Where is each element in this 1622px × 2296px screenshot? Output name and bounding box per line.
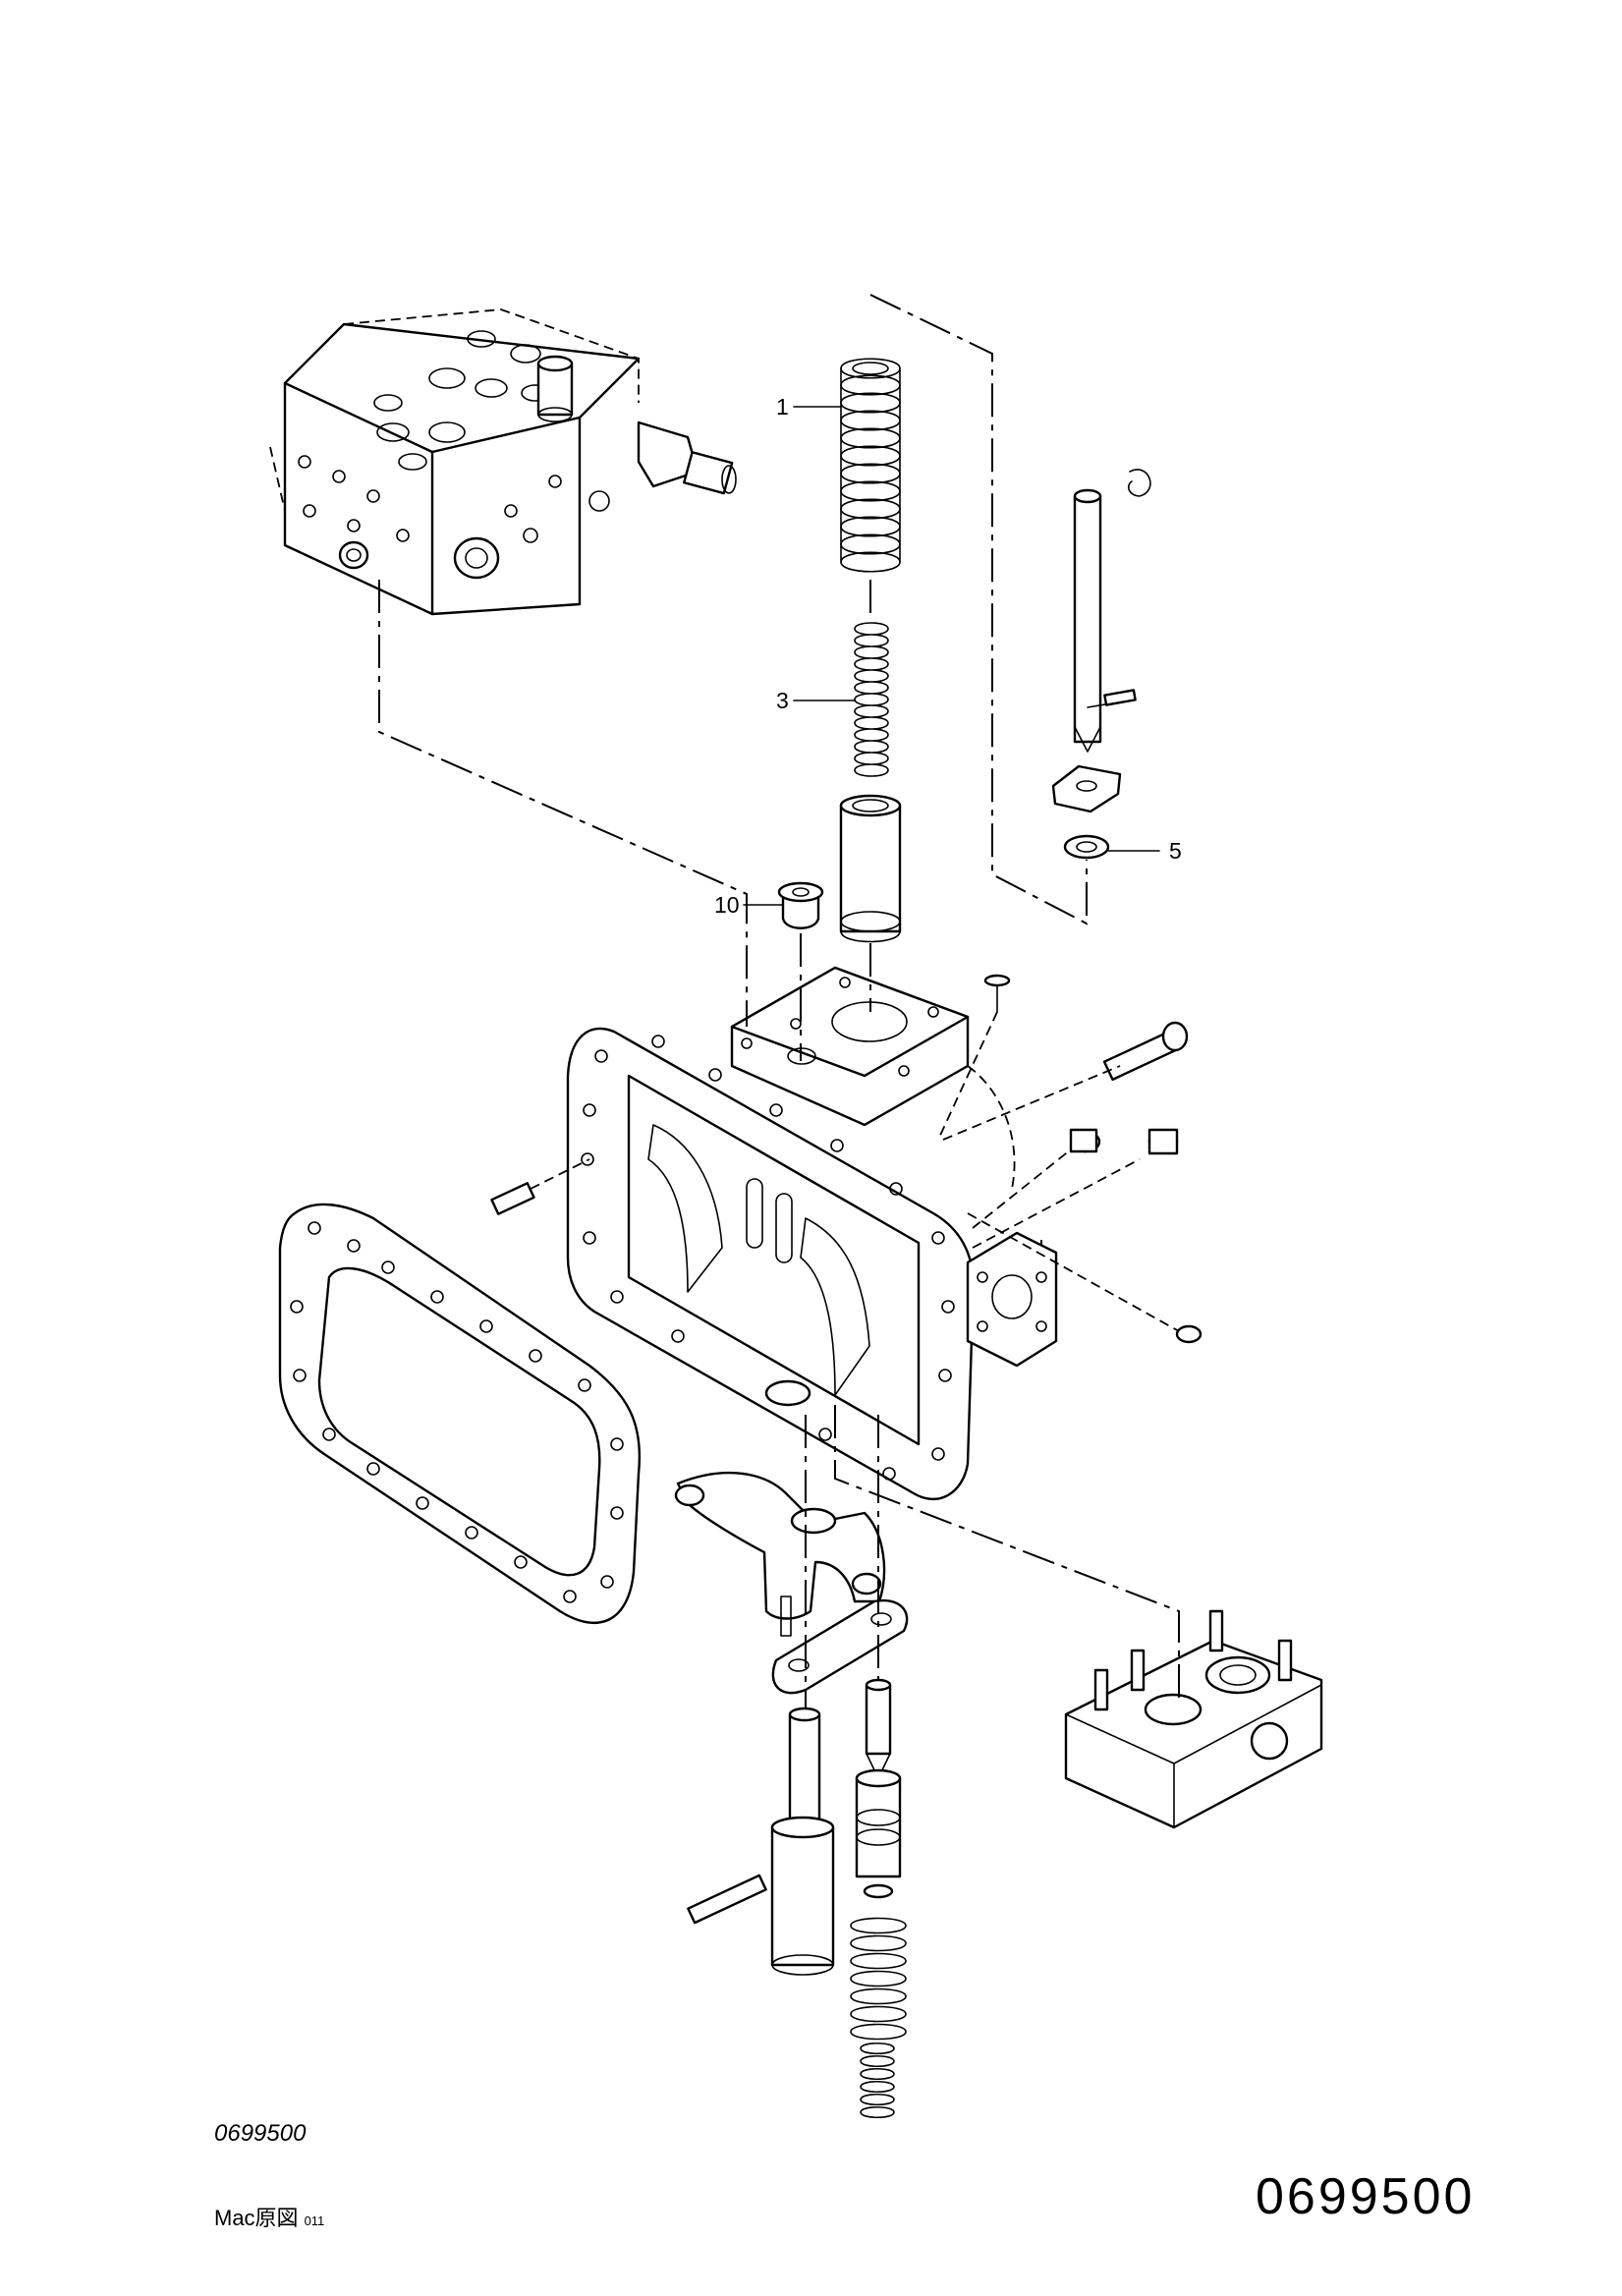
sleeve (839, 794, 902, 943)
cross-pin (687, 1874, 767, 1925)
pump-housing (566, 966, 1058, 1501)
plug-screws (972, 1128, 1179, 1249)
callout-3: 3 (776, 688, 856, 713)
source-label: Mac原図 (214, 2206, 299, 2230)
cover-block (1064, 1609, 1323, 1829)
callout-10: 10 (714, 892, 784, 918)
washer (1063, 834, 1110, 860)
drawing-number-large: 0699500 (1256, 2168, 1476, 2225)
seat-plate (1051, 764, 1122, 813)
lower-inner-spring (860, 2042, 895, 2119)
bolt-lower-right (967, 1212, 1203, 1344)
callout-10-number: 10 (714, 892, 740, 918)
outer-spring (840, 358, 901, 573)
gasket (278, 1203, 642, 1625)
callout-1-number: 1 (776, 394, 789, 420)
small-screw (937, 974, 1011, 1141)
leader-lines (378, 294, 1180, 1709)
link-plate (771, 1596, 909, 1695)
source-note: Mac原図 011 (214, 2201, 324, 2232)
yoke-lever (674, 1471, 886, 1620)
socket-screw (942, 1021, 1189, 1141)
lower-outer-spring (850, 1917, 907, 2041)
callout-3-number: 3 (776, 688, 789, 713)
callout-5: 5 (1107, 838, 1182, 864)
inner-spring (854, 622, 889, 777)
valve-block (269, 308, 737, 616)
callout-1: 1 (776, 394, 842, 420)
pin-rod (1073, 469, 1151, 753)
drawing-number-small: 0699500 (214, 2120, 307, 2147)
source-code: 011 (304, 2213, 325, 2228)
needle-valve (855, 1678, 902, 1899)
dowel-pin (490, 1158, 590, 1215)
plug (777, 881, 824, 929)
callout-5-number: 5 (1169, 838, 1182, 864)
piston-left (770, 1707, 835, 1976)
